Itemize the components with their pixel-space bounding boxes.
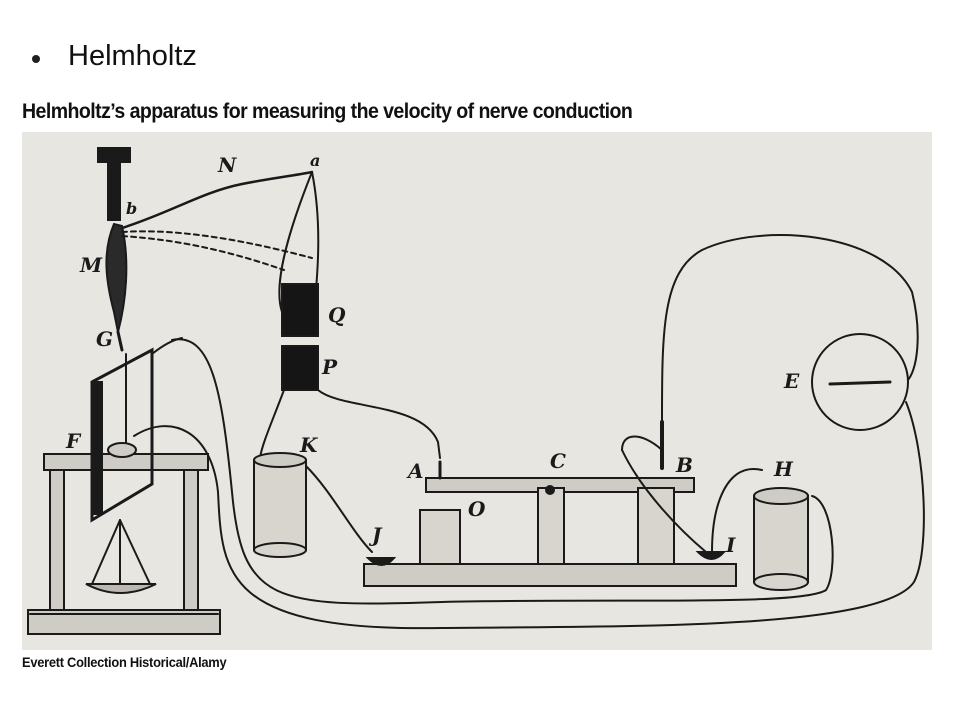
cup-j <box>365 557 397 566</box>
label-n: N <box>217 153 237 177</box>
apparatus-illustration: N a b M G F Q P K A O C B H E J I <box>22 132 932 650</box>
label-j: J <box>368 523 383 547</box>
label-g: G <box>96 327 113 351</box>
label-h: H <box>773 457 794 481</box>
coil-p <box>281 345 319 391</box>
label-e: E <box>783 369 800 393</box>
label-m: M <box>79 253 103 277</box>
label-i: I <box>725 533 736 557</box>
bullet-text: Helmholtz <box>68 40 197 72</box>
stand-frame <box>27 453 221 635</box>
figure-title: Helmholtz’s apparatus for measuring the … <box>22 100 633 123</box>
label-q: Q <box>328 303 346 327</box>
cup-i <box>695 551 727 560</box>
battery-h <box>753 487 809 591</box>
lever-frame <box>90 347 154 523</box>
label-b-upper: B <box>675 453 693 477</box>
image-credit: Everett Collection Historical/Alamy <box>22 654 227 670</box>
coil-q <box>281 283 319 337</box>
label-a-upper: A <box>406 459 424 483</box>
scale-pan <box>85 519 157 594</box>
bullet-dot <box>32 54 40 63</box>
label-f: F <box>65 429 82 453</box>
galvanometer-e <box>811 333 909 431</box>
label-o: O <box>468 497 486 521</box>
label-k: K <box>299 433 319 457</box>
nerve-wire <box>120 170 314 230</box>
muscle-clamp <box>97 147 131 221</box>
base-board <box>363 460 737 587</box>
label-p: P <box>321 355 338 379</box>
label-b: b <box>126 199 137 218</box>
label-c: C <box>550 449 566 473</box>
battery-k <box>253 452 307 558</box>
label-a: a <box>310 151 320 170</box>
bullet-item: Helmholtz <box>32 40 197 73</box>
